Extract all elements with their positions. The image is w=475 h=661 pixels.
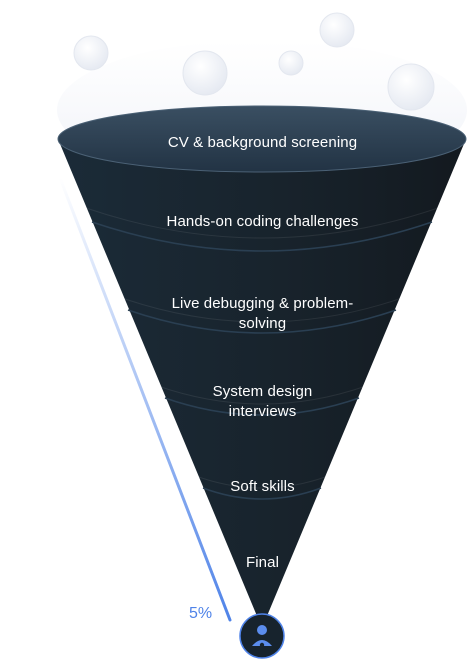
- separator-glow: [121, 297, 403, 323]
- separator-glow: [157, 385, 367, 405]
- separator: [127, 309, 397, 334]
- separator: [164, 397, 360, 416]
- stage-coding-challenges: Hands-on coding challenges: [130, 212, 395, 232]
- bubble: [319, 12, 355, 48]
- stage-label-line1: System design: [212, 383, 313, 400]
- stage-label: Final: [245, 554, 279, 571]
- bubble: [73, 35, 109, 71]
- stage-final: Final: [130, 553, 395, 573]
- stage-glows: [85, 207, 439, 489]
- stage-soft-skills: Soft skills: [130, 477, 395, 497]
- stage-label-line2: interviews: [228, 403, 297, 420]
- separator-glow: [85, 207, 439, 239]
- stage-label: CV & background screening: [167, 134, 358, 151]
- separator: [91, 221, 433, 252]
- funnel-top: [58, 106, 466, 172]
- separator: [202, 487, 322, 500]
- stage-separators: [91, 221, 433, 500]
- bubble: [278, 50, 304, 76]
- stage-label-line2: solving: [238, 315, 287, 332]
- stage-label: Hands-on coding challenges: [166, 213, 359, 230]
- stage-system-design: System design interviews: [130, 382, 395, 422]
- bubble: [182, 50, 228, 96]
- stage-cv-screening: CV & background screening: [130, 133, 395, 153]
- bubbles: [73, 12, 435, 111]
- stage-label-line1: Live debugging & problem-: [171, 295, 354, 312]
- funnel-cone: [58, 139, 466, 628]
- stage-label: Soft skills: [230, 478, 295, 495]
- stage-live-debugging: Live debugging & problem- solving: [130, 294, 395, 334]
- bubble: [387, 63, 435, 111]
- person-badge-icon: [239, 613, 285, 659]
- conversion-percent: 5%: [189, 605, 213, 622]
- funnel-top-rim: [57, 105, 467, 173]
- separator-glow: [195, 475, 329, 489]
- conversion-line: [58, 176, 232, 622]
